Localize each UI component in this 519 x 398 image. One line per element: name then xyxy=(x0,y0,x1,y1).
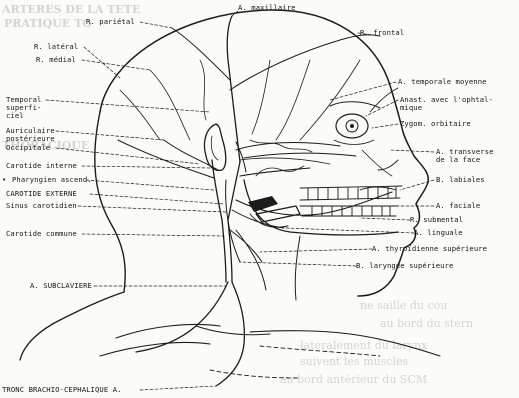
label-tronc-brachio-cephalique: TRONC BRACHIO-CEPHALIQUE A. xyxy=(2,386,122,394)
label-temporal-superficiel: Temporal superfi- ciel xyxy=(6,96,41,120)
label-submental: R. submental xyxy=(410,216,463,224)
label-carotide-commune: Carotide commune xyxy=(6,230,77,238)
head-outline xyxy=(100,10,428,296)
thyroid-cartilage xyxy=(248,196,278,212)
clavicle xyxy=(100,343,210,357)
label-medial: R. médial xyxy=(36,56,76,64)
label-pharyngien: Pharyngien ascend. xyxy=(12,176,92,184)
label-lateral: R. latéral xyxy=(34,43,78,51)
label-frontal: R. frontal xyxy=(360,29,404,37)
label-transverse-face: A. transverse de la face xyxy=(436,148,494,164)
label-zygom-orbitaire: Zygom. orbitaire xyxy=(400,120,471,128)
bullet-pharyngien: • xyxy=(2,176,6,184)
ear xyxy=(204,124,225,170)
label-carotide-interne: Carotide interne xyxy=(6,162,77,170)
label-laryngee: B. laryngée supérieure xyxy=(356,262,453,270)
label-thyroidienne: A. thyroïdienne supérieure xyxy=(372,245,487,253)
label-temporale-moyenne: A. temporale moyenne xyxy=(398,78,487,86)
label-subclaviere: A. SUBCLAVIERE xyxy=(30,282,92,290)
label-maxillaire: A. maxillaire xyxy=(238,4,296,12)
back-of-neck xyxy=(95,112,125,292)
label-faciale: A. faciale xyxy=(436,202,480,210)
label-anastomose: Anast. avec l'ophtal- mique xyxy=(400,96,493,112)
label-sinus-carotidien: Sinus carotidien xyxy=(6,202,77,210)
label-linguale: A. linguale xyxy=(414,229,463,237)
label-carotide-externe: CAROTIDE EXTERNE xyxy=(6,190,77,198)
label-occipitale: Occipitale xyxy=(6,144,50,152)
sternum-outline xyxy=(250,331,440,356)
label-auriculaire: Auriculaire postérieure xyxy=(6,127,55,143)
shoulder-outline xyxy=(20,292,124,360)
label-parietal: R. pariétal xyxy=(86,18,135,26)
label-labiales: B. labiales xyxy=(436,176,485,184)
leader-lines xyxy=(46,11,434,390)
